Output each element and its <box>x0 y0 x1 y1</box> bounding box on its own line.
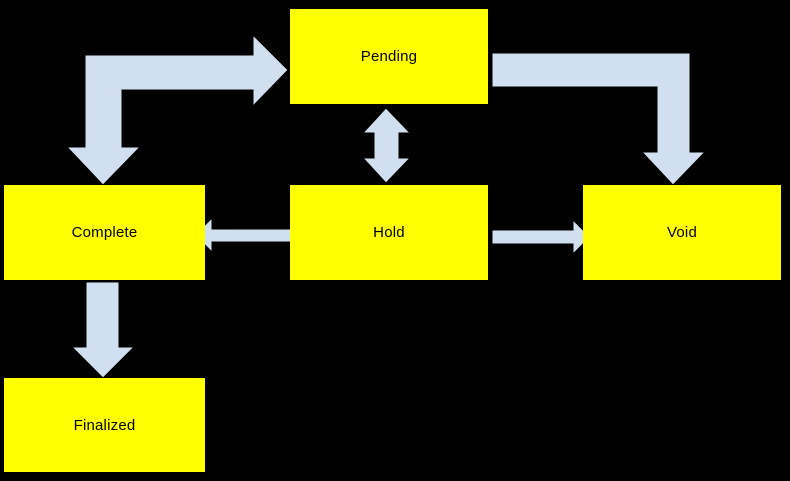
edge-hold-void[interactable] <box>491 218 591 256</box>
edge-hold-complete[interactable] <box>194 216 294 254</box>
edge-complete-finalized[interactable] <box>70 281 136 379</box>
node-void[interactable]: Void <box>583 185 781 280</box>
edge-complete-pending[interactable] <box>65 33 289 186</box>
edge-pending-hold[interactable] <box>361 107 412 184</box>
node-complete-label: Complete <box>71 224 138 241</box>
node-void-label: Void <box>667 224 697 241</box>
node-hold[interactable]: Hold <box>290 185 488 280</box>
node-finalized-label: Finalized <box>73 416 136 434</box>
edge-pending-void[interactable] <box>491 52 707 186</box>
node-pending-label: Pending <box>360 48 418 65</box>
node-complete[interactable]: Complete <box>4 185 205 280</box>
node-pending[interactable]: Pending <box>290 9 488 104</box>
node-hold-label: Hold <box>373 224 405 241</box>
node-finalized[interactable]: Finalized <box>4 378 205 472</box>
